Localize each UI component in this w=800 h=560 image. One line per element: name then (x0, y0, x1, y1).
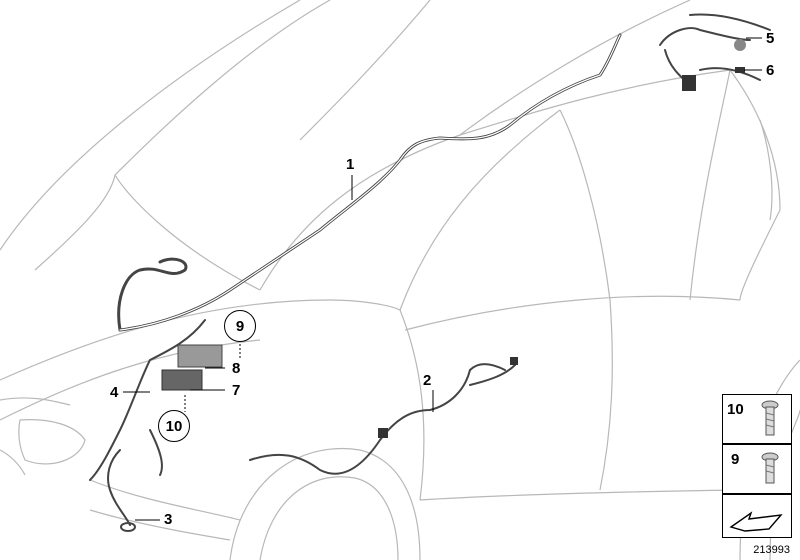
callout-6: 6 (766, 62, 775, 79)
module-8 (177, 344, 223, 368)
leader-lines (123, 37, 762, 521)
callout-7: 7 (232, 382, 241, 399)
legend-number-9: 9 (731, 451, 740, 468)
screw-icon (761, 452, 779, 484)
bracket-3 (120, 522, 136, 532)
document-number: 213993 (753, 544, 790, 556)
callout-10-label: 10 (165, 417, 183, 435)
rear-connector (682, 75, 696, 91)
door-connector (378, 428, 388, 438)
module-7 (161, 369, 203, 391)
roof-harness (117, 33, 622, 332)
callout-9-circled: 9 (224, 310, 256, 342)
roof-harness-highlight (119, 34, 621, 331)
callout-3: 3 (164, 511, 173, 528)
legend-item-arrow (722, 494, 792, 538)
legend-number-10: 10 (727, 401, 744, 418)
screw-icon (761, 400, 779, 436)
grommet (734, 39, 746, 51)
callout-9-label: 9 (235, 317, 245, 335)
rear-harness (659, 13, 771, 86)
callout-8: 8 (232, 360, 241, 377)
rear-plug (735, 67, 745, 73)
callout-5: 5 (766, 30, 775, 47)
legend-item-screw-9: 9 (722, 444, 792, 494)
callout-1: 1 (346, 156, 355, 173)
arrow-icon (729, 511, 783, 532)
door-plug (510, 357, 518, 365)
front-harness (89, 319, 206, 526)
callout-4: 4 (110, 384, 119, 401)
legend-item-screw-10: 10 (722, 394, 792, 444)
door-harness (249, 363, 516, 475)
callout-2: 2 (423, 372, 432, 389)
callout-10-circled: 10 (158, 410, 190, 442)
